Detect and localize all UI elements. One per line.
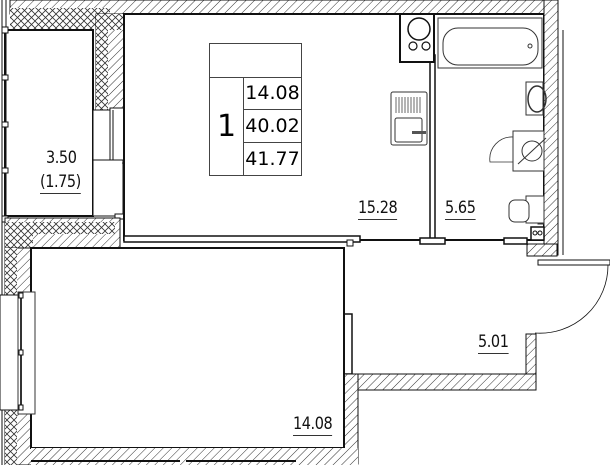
stove-icon (390, 91, 428, 146)
bathtub-icon (437, 17, 543, 69)
rooms-count: 1 (210, 77, 244, 175)
hallway-area-label: 5.01 (478, 332, 509, 354)
boiler-icon (407, 17, 431, 41)
entrance-door (537, 259, 610, 266)
bedroom-room (30, 247, 345, 449)
total-area-with-balcony: 41.77 (245, 148, 300, 170)
entrance-door-swing (534, 264, 609, 334)
sink-icon (525, 81, 547, 116)
toilet-icon (508, 195, 545, 225)
living-area: 14.08 (244, 77, 301, 110)
unit-summary-table: 1 14.08 40.02 41.77 (209, 43, 302, 176)
total-area: 40.02 (244, 110, 301, 143)
kitchen-room (123, 13, 435, 241)
balcony-reduced-area-label: (1.75) (40, 172, 81, 194)
bedroom-window (0, 291, 36, 415)
balcony-area-label: 3.50 (46, 148, 77, 168)
meter-icon (530, 226, 545, 241)
table-header-empty (210, 44, 301, 78)
kitchen-area-label: 15.28 (358, 198, 398, 220)
washing-machine-icon (489, 130, 547, 172)
bedroom-area-label: 14.08 (293, 414, 333, 436)
bathroom-area-label: 5.65 (445, 198, 476, 220)
